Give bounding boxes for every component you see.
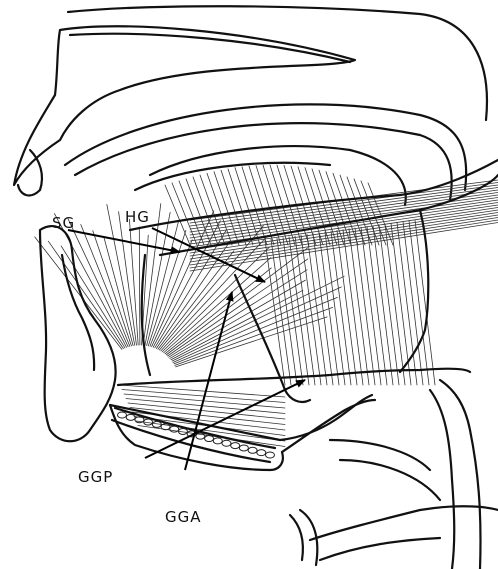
muscle-fiber bbox=[301, 235, 321, 385]
muscle-fiber bbox=[373, 226, 393, 385]
muscle-fiber bbox=[190, 190, 498, 232]
muscle-fiber bbox=[283, 238, 303, 385]
muscle-fiber bbox=[104, 237, 133, 345]
muscle-fiber bbox=[295, 236, 315, 385]
muscle-fiber bbox=[319, 233, 339, 385]
hyoid-bead bbox=[257, 450, 266, 456]
muscle-fiber bbox=[307, 234, 327, 385]
label-gga: GGA bbox=[165, 508, 202, 526]
muscle-fiber bbox=[147, 221, 179, 345]
muscle-fiber bbox=[179, 181, 204, 245]
hyoid-bead bbox=[170, 426, 179, 432]
hyoid-bead bbox=[239, 445, 248, 451]
hyoid-bead bbox=[205, 436, 214, 442]
muscle-fiber bbox=[397, 222, 417, 385]
hyoid-bead bbox=[126, 414, 135, 420]
muscle-fiber bbox=[325, 232, 345, 385]
muscle-fiber bbox=[343, 230, 363, 385]
muscle-fiber bbox=[93, 231, 132, 346]
muscle-fiber bbox=[403, 222, 423, 385]
label-ggp: GGP bbox=[78, 468, 113, 486]
hyoid-bead bbox=[222, 440, 231, 446]
muscle-fiber bbox=[150, 240, 192, 347]
hyoid-bead bbox=[213, 438, 222, 444]
muscle-fiber bbox=[385, 224, 405, 385]
label-hg: HG bbox=[125, 208, 150, 226]
muscle-fiber bbox=[249, 166, 274, 245]
muscle-fiber bbox=[415, 220, 435, 385]
muscle-fiber bbox=[313, 234, 333, 385]
muscle-fiber bbox=[367, 226, 387, 385]
muscle-fiber bbox=[156, 241, 230, 349]
hyoid-bead bbox=[266, 452, 275, 458]
muscle-fiber bbox=[277, 238, 297, 385]
hyoid-bead bbox=[231, 443, 240, 449]
labels: SG HG GGP GGA bbox=[52, 208, 202, 526]
muscle-fiber bbox=[355, 228, 375, 385]
hyoid-bead bbox=[118, 412, 127, 418]
hyoid-bead bbox=[248, 447, 257, 453]
muscle-fiber bbox=[349, 229, 369, 385]
muscle-fiber bbox=[289, 237, 309, 385]
muscle-fiber bbox=[337, 230, 357, 385]
muscle-fiber bbox=[235, 168, 260, 245]
muscle-fiber bbox=[331, 231, 351, 385]
muscle-fiber bbox=[190, 223, 498, 272]
muscle-fiber bbox=[161, 236, 267, 350]
muscle-fiber bbox=[361, 227, 381, 385]
muscle-fiber bbox=[136, 421, 285, 441]
muscle-fiber bbox=[379, 225, 399, 385]
tongue-outline bbox=[135, 146, 406, 205]
label-sg: SG bbox=[52, 214, 75, 232]
